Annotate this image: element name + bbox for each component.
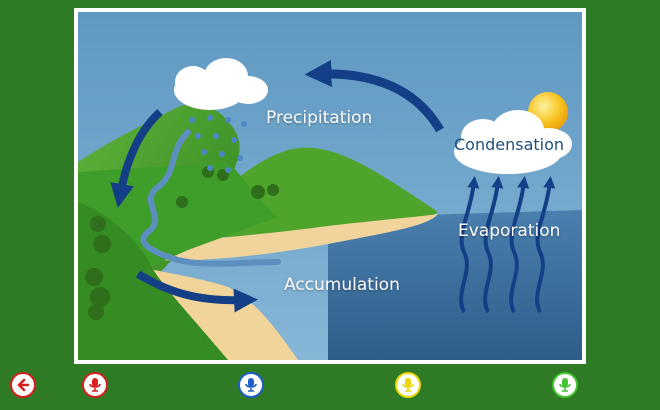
water-cycle-scene: Precipitation Condensation Evaporation A… <box>78 12 582 360</box>
condensation-cloud <box>454 110 572 174</box>
mic-green-button[interactable] <box>552 372 578 398</box>
microphone-icon <box>402 378 414 392</box>
back-button[interactable] <box>10 372 36 398</box>
condensation-label: Condensation <box>454 135 565 154</box>
arrow-condensation-to-precipitation <box>304 60 444 133</box>
mic-yellow-button[interactable] <box>395 372 421 398</box>
accumulation-label: Accumulation <box>284 275 400 295</box>
arrow-left-icon <box>17 378 30 392</box>
arrow-runoff <box>110 109 163 208</box>
sea <box>328 210 582 360</box>
microphone-icon <box>245 378 257 392</box>
water-cycle-illustration <box>78 12 582 360</box>
mic-red-button[interactable] <box>82 372 108 398</box>
arrow-accumulation <box>135 270 258 313</box>
microphone-icon <box>559 378 571 392</box>
evaporation-arrows <box>459 176 556 313</box>
river <box>140 129 281 267</box>
evaporation-label: Evaporation <box>458 221 561 241</box>
beach-upper <box>148 214 438 261</box>
diagram-frame: Precipitation Condensation Evaporation A… <box>74 8 586 364</box>
rain-drops <box>189 115 247 173</box>
mic-blue-button[interactable] <box>238 372 264 398</box>
microphone-icon <box>89 378 101 392</box>
precipitation-cloud <box>174 58 268 110</box>
trees <box>85 166 279 320</box>
precipitation-label: Precipitation <box>266 108 373 128</box>
